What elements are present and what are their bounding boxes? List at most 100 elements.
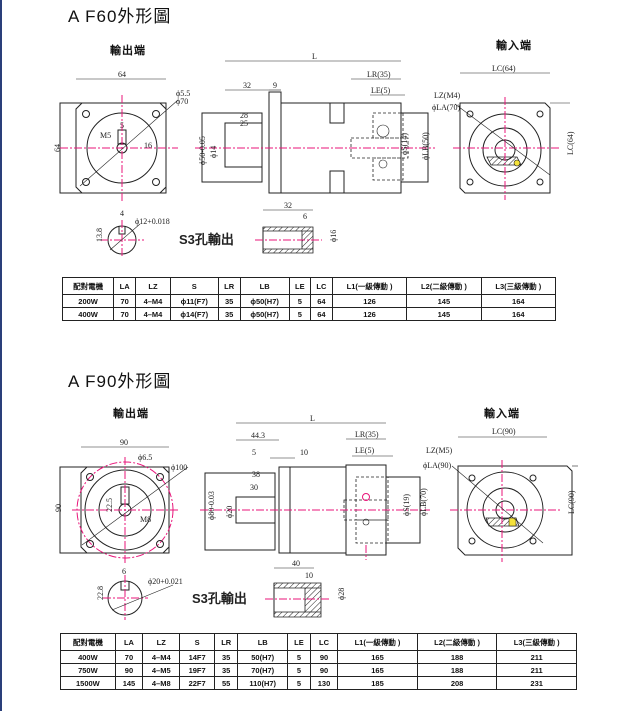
- dim-keydepth: 22.8: [96, 586, 105, 600]
- table-cell: 145: [406, 294, 482, 308]
- f90-input-label: 輸入端: [484, 408, 520, 420]
- dim-s3step: 6: [303, 212, 307, 221]
- table-cell: 4–M8: [142, 676, 181, 690]
- f60-title: A F60外形圖: [68, 7, 172, 26]
- f60-output-front-view: 64 64 ϕ5.5 ϕ70 M5 5 16: [53, 70, 190, 203]
- column-header: LE: [287, 633, 311, 651]
- column-header: 配對電機: [60, 633, 116, 651]
- column-header: LC: [309, 633, 339, 651]
- table-cell: ϕ50(H7): [239, 307, 290, 321]
- column-header: LZ: [142, 633, 181, 651]
- dim-width: 90: [120, 438, 128, 447]
- table-cell: 22F7: [179, 676, 215, 690]
- table-cell: 188: [416, 663, 498, 677]
- table-cell: 145: [114, 676, 144, 690]
- table-cell: 70: [113, 294, 137, 308]
- f60-input-end-view: LC(64) LZ(M4) ϕLA(70) LC(64): [432, 64, 575, 200]
- dim-LA: ϕLA(90): [423, 461, 452, 470]
- table-cell: 14F7: [179, 650, 215, 664]
- dim-bore: ϕ12+0.018: [135, 217, 170, 226]
- table-cell: 211: [496, 650, 577, 664]
- dim-S: ϕS(14): [400, 133, 409, 155]
- table-cell: 70: [114, 650, 144, 664]
- table-cell: 110(H7): [237, 676, 288, 690]
- f90-side-view: L 44.3 5 10 38 30 ϕ80-0.03 ϕ20 LR(35) LE…: [200, 414, 430, 560]
- table-cell: 164: [480, 294, 557, 308]
- column-header: LB: [237, 633, 288, 651]
- dim-30: 30: [250, 483, 258, 492]
- table-cell: 90: [309, 663, 339, 677]
- column-header: 配對電機: [61, 277, 115, 295]
- table-cell: 164: [480, 307, 557, 321]
- column-header: LB: [239, 277, 290, 295]
- table-cell: 165: [337, 663, 418, 677]
- dim-LC-vertical: LC(64): [566, 131, 575, 155]
- dim-LZ: LZ(M5): [426, 446, 453, 455]
- page-edge: [0, 0, 2, 711]
- table-cell: 70: [113, 307, 137, 321]
- table-cell: 5: [288, 294, 311, 308]
- f90-title: A F90外形圖: [68, 372, 172, 391]
- dim-32: 32: [243, 81, 251, 90]
- table-cell: ϕ11(F7): [169, 294, 219, 308]
- dim-44.3: 44.3: [251, 431, 265, 440]
- dim-shaft: ϕ20: [225, 506, 234, 518]
- column-header: L2(二級傳動 ): [416, 633, 498, 651]
- table-cell: 50(H7): [237, 650, 288, 664]
- column-header: LR: [217, 277, 241, 295]
- table-cell: 208: [416, 676, 498, 690]
- dim-tap: M8: [140, 515, 151, 524]
- table-cell: 5: [287, 650, 311, 664]
- f90-output-label: 輸出端: [113, 408, 149, 420]
- f90-keyway-detail: 6 ϕ20+0.021 22.8 S3孔輸出 40 10 ϕ28: [96, 559, 346, 620]
- table-cell: 231: [496, 676, 577, 690]
- table-cell: 4–M4: [142, 650, 181, 664]
- table-cell: 35: [213, 663, 239, 677]
- column-header: LC: [309, 277, 333, 295]
- dim-width: 64: [118, 70, 126, 79]
- dim-keywidth: 4: [120, 209, 124, 218]
- f90-input-end-view: LC(90) LZ(M5) ϕLA(90) LC(90): [423, 427, 578, 562]
- dim-28: 28: [240, 111, 248, 120]
- dim-25: 25: [240, 119, 248, 128]
- f90-output-front-view: 90 90 ϕ6.5 ϕ100 M8 22.5: [54, 438, 189, 565]
- table-cell: 64: [309, 307, 333, 321]
- dim-S: ϕS(19): [402, 494, 411, 516]
- dim-flange: ϕ50-0.05: [198, 136, 207, 165]
- dim-38: 38: [252, 470, 260, 479]
- table-cell: ϕ50(H7): [239, 294, 290, 308]
- dim-pcd: ϕ70: [176, 97, 188, 106]
- dim-keyh: 22.5: [105, 498, 114, 512]
- dim-s3d: ϕ16: [329, 230, 338, 242]
- table-cell: 400W: [60, 650, 116, 664]
- f90-s3-label: S3孔輸出: [192, 591, 247, 606]
- table-cell: ϕ14(F7): [169, 307, 219, 321]
- dim-hole: ϕ5.5: [176, 89, 190, 98]
- column-header: L3(三級傳動 ): [480, 277, 557, 295]
- table-cell: 185: [337, 676, 418, 690]
- dim-height: 64: [53, 144, 62, 152]
- f60-side-view: L 32 9 28 25 ϕ50-0.05 ϕ14 LR(35) LE(5) ϕ…: [195, 52, 435, 194]
- dim-LC-vertical: LC(90): [567, 490, 576, 514]
- f60-s3-label: S3孔輸出: [179, 232, 234, 247]
- table-cell: 1500W: [60, 676, 116, 690]
- column-header: L1(一級傳動 ): [337, 633, 418, 651]
- table-cell: 64: [309, 294, 333, 308]
- table-cell: 145: [406, 307, 482, 321]
- dim-5: 5: [252, 448, 256, 457]
- dim-LC: LC(64): [492, 64, 516, 73]
- table-cell: 90: [309, 650, 339, 664]
- dim-LB: ϕLB(70): [419, 488, 428, 516]
- dim-LC: LC(90): [492, 427, 516, 436]
- dim-LA: ϕLA(70): [432, 103, 461, 112]
- dim-s3len: 32: [284, 201, 292, 210]
- column-header: L3(三級傳動 ): [496, 633, 577, 651]
- dim-9: 9: [273, 81, 277, 90]
- column-header: LZ: [135, 277, 171, 295]
